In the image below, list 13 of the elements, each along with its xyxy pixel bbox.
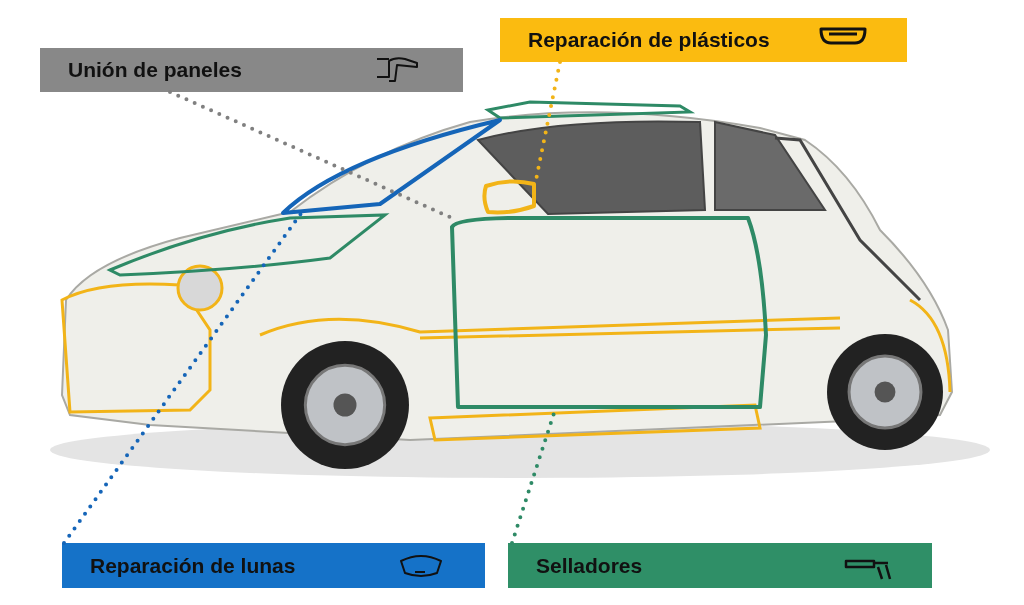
leader-line	[168, 90, 454, 220]
callout-title: Unión de paneles	[68, 58, 242, 82]
callout-title: Reparación de plásticos	[528, 28, 770, 52]
leader-line	[62, 210, 304, 545]
callout-banner	[62, 543, 485, 588]
door-outline	[448, 215, 770, 410]
callout-banner	[40, 48, 463, 92]
callout-banner	[500, 18, 907, 62]
callout-banner	[508, 543, 932, 588]
leader-line	[534, 60, 562, 182]
mirror-outline	[482, 178, 538, 216]
callout-title: Reparación de lunas	[90, 553, 296, 578]
callout-title: Selladores	[536, 553, 643, 578]
